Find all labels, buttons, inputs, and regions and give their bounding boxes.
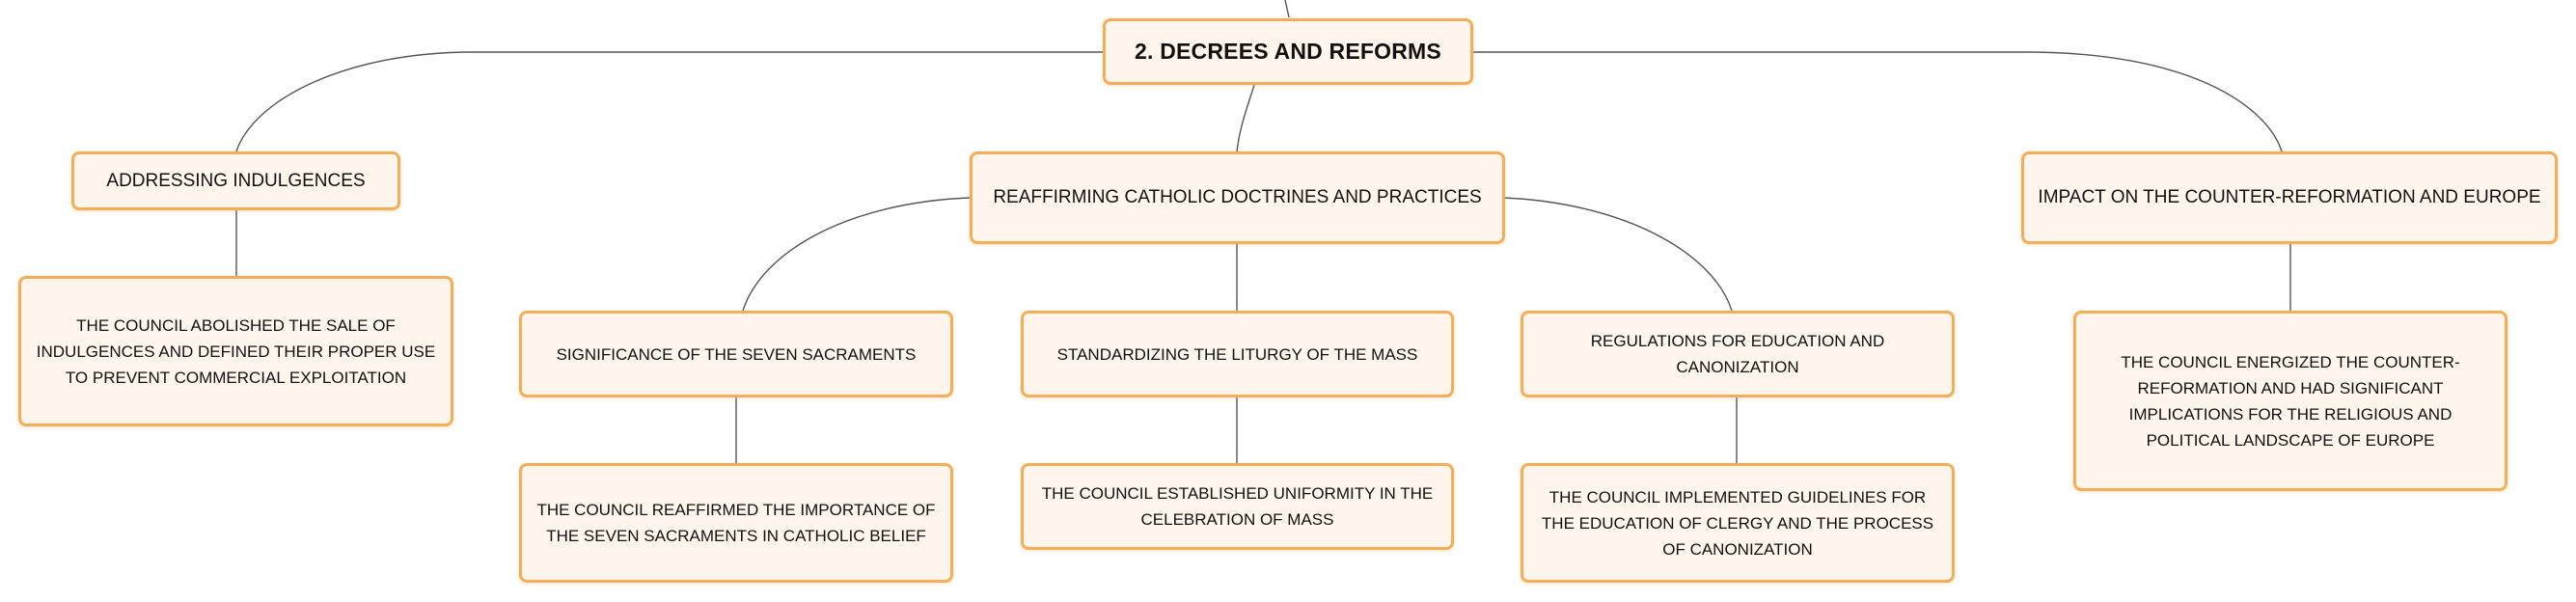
node-impact-counter-reformation[interactable]: IMPACT ON THE COUNTER-REFORMATION AND EU… (2021, 151, 2558, 244)
connector-reaffirming-to-education (1502, 197, 1733, 312)
node-label: REGULATIONS FOR EDUCATION AND CANONIZATI… (1590, 332, 1885, 376)
detail-node-indulgences[interactable]: THE COUNCIL ABOLISHED THE SALE OF INDULG… (18, 276, 453, 426)
node-label: IMPACT ON THE COUNTER-REFORMATION AND EU… (2038, 187, 2541, 207)
node-reaffirming-catholic-doctrines[interactable]: REAFFIRMING CATHOLIC DOCTRINES AND PRACT… (970, 151, 1505, 244)
node-detail-text: THE COUNCIL ESTABLISHED UNIFORMITY IN TH… (1041, 484, 1434, 529)
node-standardizing-liturgy-of-mass[interactable]: STANDARDIZING THE LITURGY OF THE MASS (1021, 311, 1454, 397)
connector-reaffirming-to-sacraments (742, 197, 971, 312)
root-node-decrees-and-reforms[interactable]: 2. DECREES AND REFORMS (1103, 18, 1473, 85)
node-detail-text: THE COUNCIL IMPLEMENTED GUIDELINES FOR T… (1541, 487, 1934, 559)
connector-root-to-impact-counter-reformation (1473, 51, 2283, 152)
node-label: STANDARDIZING THE LITURGY OF THE MASS (1056, 344, 1418, 364)
node-detail-text: THE COUNCIL ABOLISHED THE SALE OF INDULG… (36, 315, 436, 387)
node-label: SIGNIFICANCE OF THE SEVEN SACRAMENTS (556, 344, 917, 364)
connector-root-to-reaffirming-doctrines (1236, 84, 1255, 152)
node-significance-seven-sacraments[interactable]: SIGNIFICANCE OF THE SEVEN SACRAMENTS (519, 311, 953, 397)
detail-node-education-canonization[interactable]: THE COUNCIL IMPLEMENTED GUIDELINES FOR T… (1521, 463, 1955, 583)
node-label: ADDRESSING INDULGENCES (106, 170, 366, 191)
detail-node-liturgy[interactable]: THE COUNCIL ESTABLISHED UNIFORMITY IN TH… (1021, 463, 1454, 550)
node-detail-text: THE COUNCIL REAFFIRMED THE IMPORTANCE OF… (536, 501, 936, 545)
node-addressing-indulgences[interactable]: ADDRESSING INDULGENCES (71, 151, 400, 210)
node-regulations-education-canonization[interactable]: REGULATIONS FOR EDUCATION AND CANONIZATI… (1521, 311, 1955, 397)
connector-parent-to-root (1284, 0, 1290, 18)
detail-node-impact[interactable]: THE COUNCIL ENERGIZED THE COUNTER-REFORM… (2073, 311, 2507, 491)
root-node-label: 2. DECREES AND REFORMS (1135, 39, 1441, 64)
node-label: REAFFIRMING CATHOLIC DOCTRINES AND PRACT… (993, 187, 1482, 207)
detail-node-sacraments[interactable]: THE COUNCIL REAFFIRMED THE IMPORTANCE OF… (519, 463, 953, 583)
node-detail-text: THE COUNCIL ENERGIZED THE COUNTER-REFORM… (2121, 352, 2460, 450)
connector-root-to-addressing-indulgences (235, 51, 1103, 152)
